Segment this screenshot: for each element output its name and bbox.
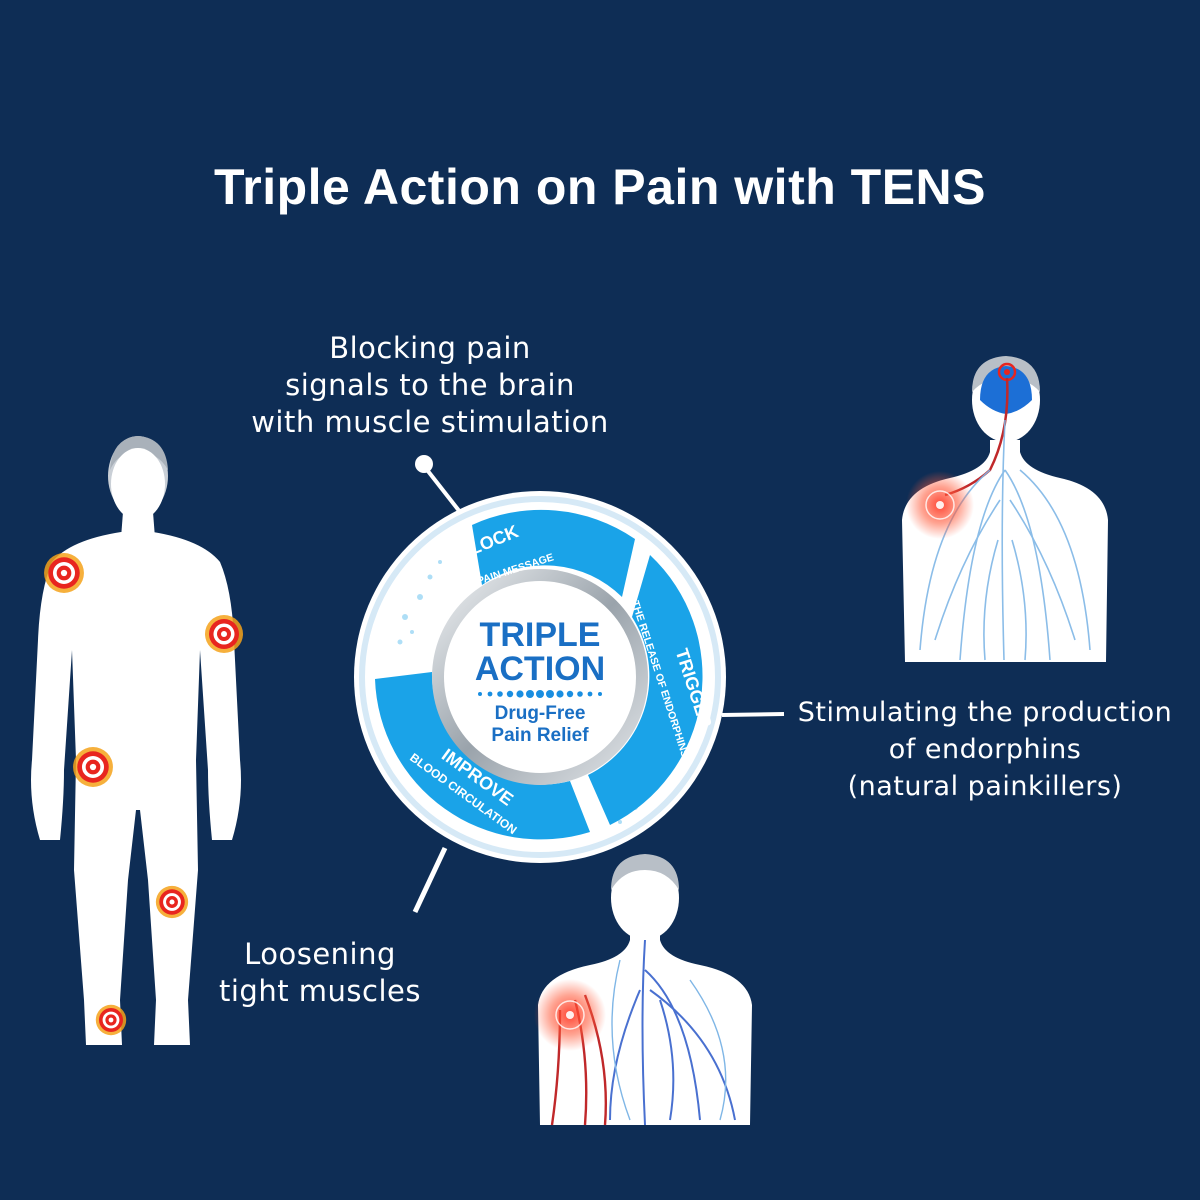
segment-block bbox=[472, 509, 635, 597]
connector-lines bbox=[412, 455, 785, 914]
badge-center-line2: ACTION bbox=[475, 650, 605, 688]
caption-line: tight muscles bbox=[219, 974, 421, 1008]
badge-center-line1: TRIPLE bbox=[480, 616, 601, 654]
caption-block-pain: Blocking pain signals to the brain with … bbox=[200, 330, 660, 441]
caption-line: (natural painkillers) bbox=[847, 771, 1123, 802]
caption-line: with muscle stimulation bbox=[251, 405, 609, 439]
badge-center-sub1: Drug-Free bbox=[495, 703, 586, 724]
back-figure-circulation bbox=[534, 854, 752, 1126]
connector-dot bbox=[415, 455, 433, 473]
segment-improve bbox=[375, 672, 590, 840]
caption-line: signals to the brain bbox=[285, 368, 575, 402]
pain-target-hip bbox=[73, 747, 113, 787]
triple-action-badge bbox=[354, 491, 726, 863]
badge-center-sub2: Pain Relief bbox=[491, 725, 589, 746]
back-figure-nervous bbox=[902, 356, 1108, 662]
segment-trigger bbox=[588, 555, 703, 825]
caption-line: Blocking pain bbox=[329, 331, 531, 365]
caption-line: of endorphins bbox=[888, 734, 1082, 765]
caption-endorphins: Stimulating the production of endorphins… bbox=[780, 694, 1190, 805]
full-body-figure bbox=[31, 436, 241, 1045]
caption-loosen-muscles: Loosening tight muscles bbox=[190, 936, 450, 1010]
pain-target-shoulder bbox=[44, 553, 84, 593]
pain-target-elbow bbox=[205, 615, 243, 653]
pain-target-knee bbox=[155, 885, 189, 919]
pain-target-ankle bbox=[95, 1004, 127, 1036]
caption-line: Stimulating the production bbox=[797, 697, 1173, 728]
page-title: Triple Action on Pain with TENS bbox=[213, 159, 987, 215]
caption-line: Loosening bbox=[244, 937, 396, 971]
